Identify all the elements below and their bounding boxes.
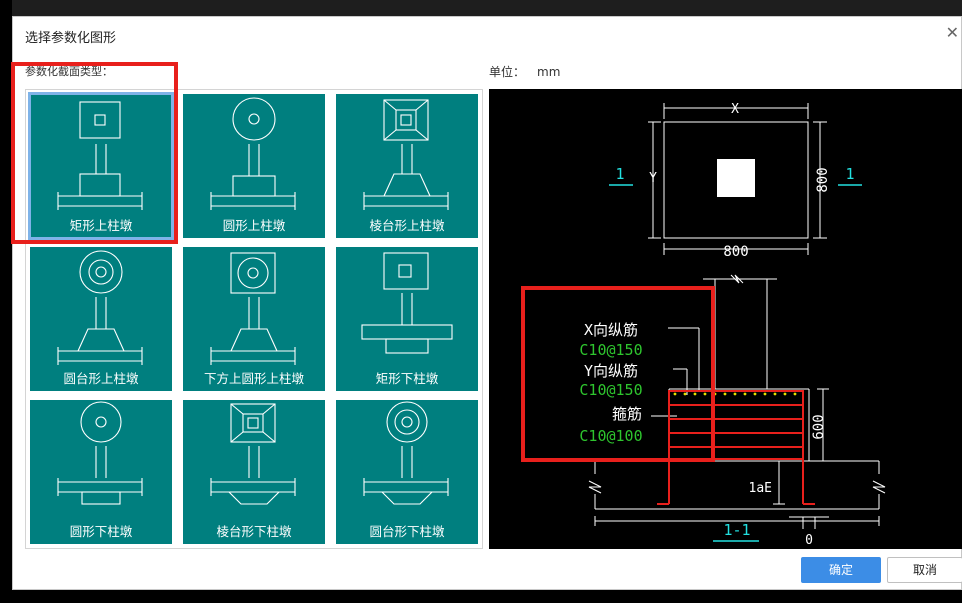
rebar-group [657,390,815,505]
cone-frustum-upper-pier-icon [57,250,143,365]
section-type-label: 参数化截面类型： [25,65,113,78]
section-mark-left: 1 [615,165,624,183]
stirrup-value: C10@100 [579,427,642,445]
background-canvas-bottom [0,590,962,603]
circle-upper-pier-icon [210,97,296,210]
shape-frustum-lower-pier[interactable]: 棱台形下柱墩 [183,400,325,544]
close-icon[interactable]: ✕ [945,23,959,42]
dialog-title: 选择参数化图形 [25,31,117,46]
shape-label: 圆形下柱墩 [69,524,133,539]
dim-x: X [731,102,739,117]
unit-readout: 单位： mm [489,63,560,80]
shape-label: 棱台形上柱墩 [369,218,445,233]
dim-0: 0 [805,533,813,548]
shape-circle-upper-pier[interactable]: 圆形上柱墩 [183,94,325,238]
circle-lower-pier-icon [57,401,143,505]
shape-rect-upper-pier[interactable]: 矩形上柱墩 [28,92,174,240]
dim-800-right: 800 [815,167,831,192]
plan-view [648,103,827,255]
shape-square-bottom-round-top-upper-pier[interactable]: 下方上圆形上柱墩 [183,247,325,391]
background-canvas-left [0,0,12,603]
unit-value: mm [537,65,561,79]
preview-drawing: X Y 800 800 1 1 [579,102,886,548]
shape-grid: 矩形上柱墩 圆形上柱墩 棱台形上柱墩 [25,89,483,549]
y-rebar-value: C10@150 [579,381,642,399]
shape-label: 圆台形下柱墩 [369,524,445,539]
dim-lae: 1aE [749,481,772,496]
shape-cone-frustum-lower-pier[interactable]: 圆台形下柱墩 [336,400,478,544]
dim-800-bottom: 800 [723,244,748,260]
shape-label: 矩形上柱墩 [69,218,133,233]
frustum-lower-pier-icon [210,403,296,505]
cone-frustum-lower-pier-icon [363,401,449,505]
frustum-upper-pier-icon [363,99,449,210]
shape-frustum-upper-pier[interactable]: 棱台形上柱墩 [336,94,478,238]
shape-cone-frustum-upper-pier[interactable]: 圆台形上柱墩 [30,247,172,391]
y-rebar-label: Y向纵筋 [584,362,638,380]
shape-rect-lower-pier[interactable]: 矩形下柱墩 [336,247,478,391]
section-mark-right: 1 [845,165,854,183]
rect-upper-pier-icon [57,101,143,210]
x-rebar-value: C10@150 [579,341,642,359]
shape-label: 圆形上柱墩 [222,218,286,233]
dim-600: 600 [811,414,827,439]
square-bottom-round-top-upper-pier-icon [210,252,296,365]
annotation-highlight-shape-list [11,62,178,244]
rect-lower-pier-icon [361,252,453,354]
section-title: 1-1 [723,521,750,539]
shape-label: 下方上圆形上柱墩 [203,371,304,386]
x-rebar-label: X向纵筋 [584,321,638,339]
shape-label: 棱台形下柱墩 [216,524,292,539]
dim-y: Y [649,171,657,186]
annotation-highlight-rebar-labels [521,286,715,462]
ok-button[interactable]: 确定 [801,557,881,583]
column-square [717,159,755,197]
stirrup-label: 箍筋 [612,405,642,423]
cancel-button[interactable]: 取消 [887,557,962,583]
shape-label: 圆台形上柱墩 [63,371,139,386]
unit-label: 单位： [489,65,526,79]
shape-circle-lower-pier[interactable]: 圆形下柱墩 [30,400,172,544]
select-parametric-shape-dialog: 选择参数化图形 ✕ 参数化截面类型： 单位： mm 矩形上柱墩 [12,16,962,590]
shape-preview-panel: X Y 800 800 1 1 [489,89,962,549]
section-view [588,274,886,529]
shape-label: 矩形下柱墩 [375,371,439,386]
